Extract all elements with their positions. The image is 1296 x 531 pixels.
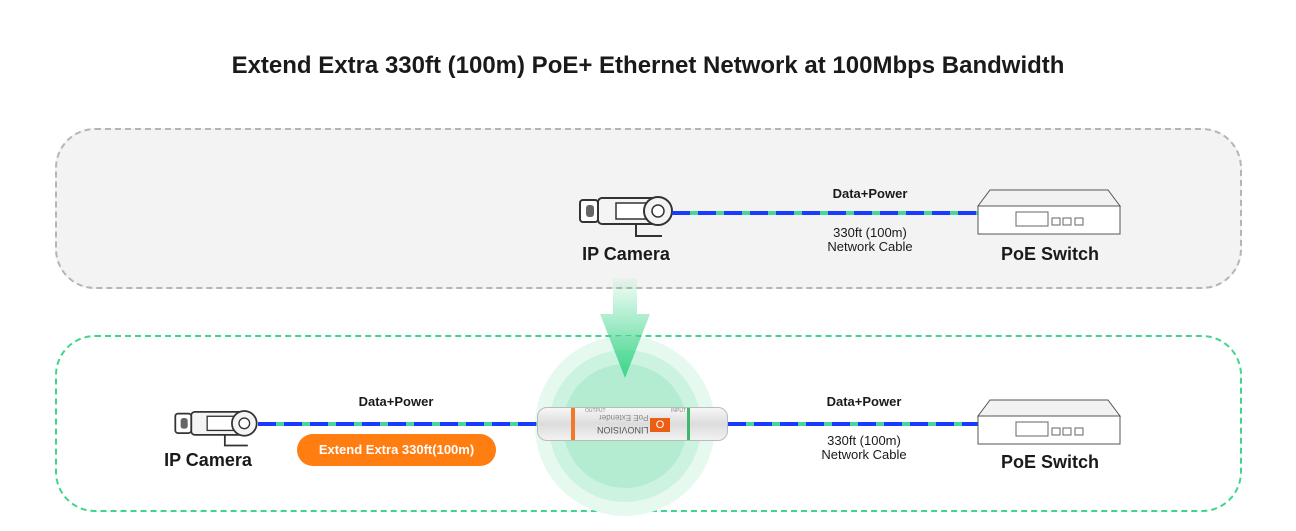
upgrade-arrow-icon [535, 278, 715, 516]
ip-camera-icon [174, 410, 258, 447]
left-network-cable [258, 422, 540, 426]
extend-badge: Extend Extra 330ft(100m) [297, 434, 496, 466]
top-network-cable [672, 211, 978, 215]
top-camera-label: IP Camera [582, 244, 670, 264]
extender-model: PoE Extender [599, 413, 649, 422]
top-cable-length: 330ft (100m) [833, 225, 907, 240]
diagram-title: Extend Extra 330ft (100m) PoE+ Ethernet … [231, 52, 1065, 79]
left-cable-label: Data+Power [358, 394, 434, 409]
poe-extender: LINOVISION PoE Extender OUTPUT INPUT O [537, 405, 728, 443]
poe-switch-icon [977, 189, 1121, 235]
right-cable-label: Data+Power [826, 394, 902, 409]
extender-output-label: OUTPUT [585, 408, 606, 414]
extender-input-label: INPUT [671, 408, 686, 414]
ip-camera-icon [579, 196, 673, 237]
right-cable-length: 330ft (100m) [827, 433, 901, 448]
top-cable-type: Network Cable [827, 239, 913, 254]
top-switch-label: PoE Switch [1000, 244, 1099, 264]
extender-button: O [650, 418, 670, 432]
poe-switch-icon [977, 399, 1121, 445]
top-cable-label: Data+Power [832, 186, 908, 201]
bottom-camera-label: IP Camera [164, 450, 252, 470]
right-cable-type: Network Cable [821, 447, 907, 462]
extender-brand: LINOVISION [597, 425, 649, 435]
bottom-switch-label: PoE Switch [1000, 452, 1099, 472]
right-network-cable [728, 422, 978, 426]
